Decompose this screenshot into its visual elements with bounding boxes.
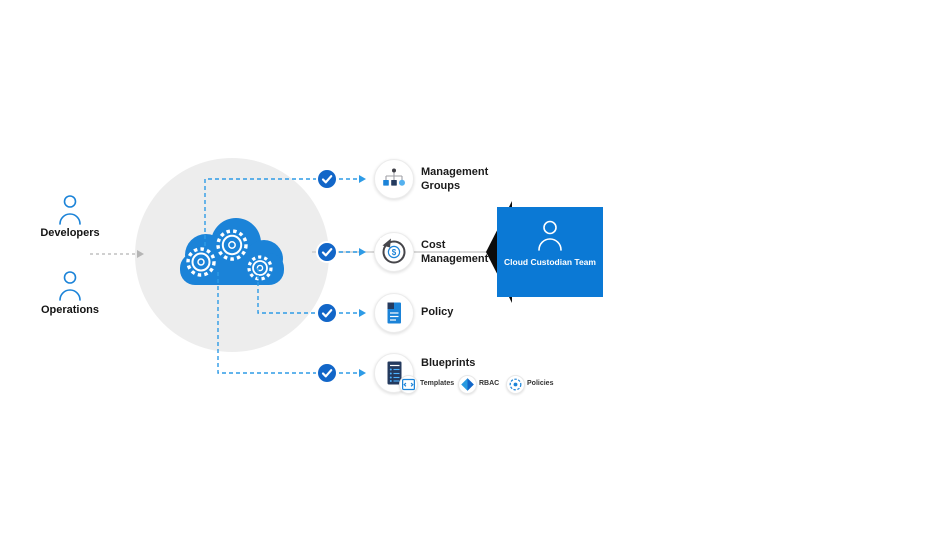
- rbac-icon: [461, 378, 474, 391]
- checkmark-badge: [316, 241, 338, 263]
- templates-node: [399, 375, 418, 394]
- checkmark-badge: [316, 302, 338, 324]
- rbac-node: [458, 375, 477, 394]
- cost-management-label: Cost Management: [421, 239, 489, 265]
- policies-icon: [509, 378, 522, 391]
- policy-label: Policy: [421, 306, 454, 318]
- policies-label: Policies: [527, 380, 554, 387]
- developers-person-icon: [59, 195, 81, 225]
- dollar-symbol: $: [392, 248, 397, 257]
- rbac-label: RBAC: [479, 380, 500, 387]
- operations-person-icon: [59, 271, 81, 301]
- blue-arrowhead-icon: [359, 175, 366, 183]
- developers-label: Developers: [40, 227, 100, 239]
- cloud-custodian-team-box: Cloud Custodian Team: [497, 207, 603, 297]
- blue-arrowhead-icon: [359, 248, 366, 256]
- operations-label: Operations: [40, 304, 100, 316]
- management-groups-label: Management Groups: [421, 166, 489, 192]
- cost-management-icon: $: [380, 238, 406, 264]
- policies-node: [506, 375, 525, 394]
- checkmark-badge: [316, 362, 338, 384]
- team-person-icon: [538, 220, 562, 251]
- azure-cloud-gears-icon: [180, 218, 284, 285]
- policy-icon: [387, 302, 401, 324]
- templates-icon: [402, 378, 415, 391]
- blue-arrowhead-icon: [359, 309, 366, 317]
- management-groups-node: [374, 159, 414, 199]
- cost-management-node: $: [374, 232, 414, 272]
- management-groups-icon: [383, 168, 405, 186]
- blue-arrowhead-icon: [359, 369, 366, 377]
- checkmark-badge: [316, 168, 338, 190]
- blueprints-label: Blueprints: [421, 357, 476, 369]
- policy-node: [374, 293, 414, 333]
- cloud-custodian-team-label: Cloud Custodian Team: [504, 257, 596, 267]
- templates-label: Templates: [420, 380, 455, 387]
- blueprints-icon: [387, 361, 402, 385]
